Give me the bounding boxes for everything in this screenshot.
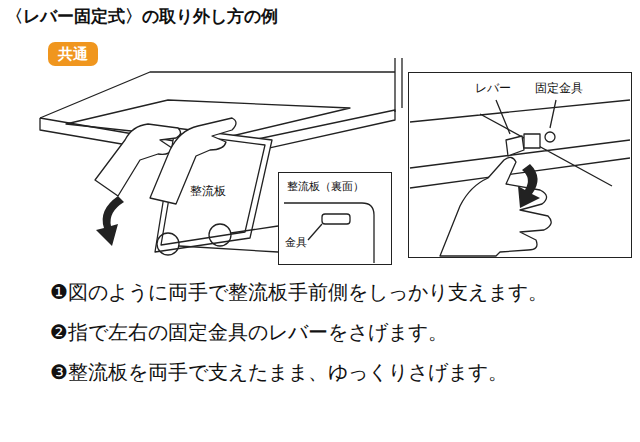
lever [506, 136, 524, 156]
plate-back [284, 203, 374, 263]
hood-underside [410, 100, 630, 188]
leader-line [496, 100, 556, 134]
bracket-mark [209, 224, 231, 246]
node-label: レバー [475, 81, 511, 95]
node-label: 金具 [285, 236, 307, 249]
leader-line [308, 224, 322, 240]
category-badge: 共通 [48, 42, 98, 66]
screw [545, 132, 555, 142]
node-label: 共通 [58, 45, 88, 63]
node-label: 整流板（裏面） [287, 180, 364, 193]
step-text: ❸整流板を両手で支えたまま、ゆっくりさげます。 [50, 360, 508, 384]
hood-wall [395, 58, 402, 112]
detail-box: レバー 固定金具 [408, 72, 632, 258]
hand [440, 157, 551, 256]
motion-arrow [518, 164, 540, 208]
motion-arrow [96, 196, 124, 246]
bracket-mark [157, 233, 179, 255]
part-label: 整流板 [190, 184, 226, 198]
node-label: 固定金具 [535, 81, 583, 95]
step-text: ❶図のように両手で整流板手前側をしっかり支えます。 [50, 280, 548, 304]
hand [150, 118, 236, 204]
hood-top [40, 72, 395, 118]
leader-line [179, 226, 278, 252]
title: 〈レバー固定式〉の取り外し方の例 [6, 6, 278, 26]
inset-box: 整流板（裏面） 金具 [278, 172, 392, 265]
bracket [322, 214, 350, 224]
step-text: ❷指で左右の固定金具のレバーをさげます。 [50, 320, 448, 344]
bracket [524, 134, 540, 148]
